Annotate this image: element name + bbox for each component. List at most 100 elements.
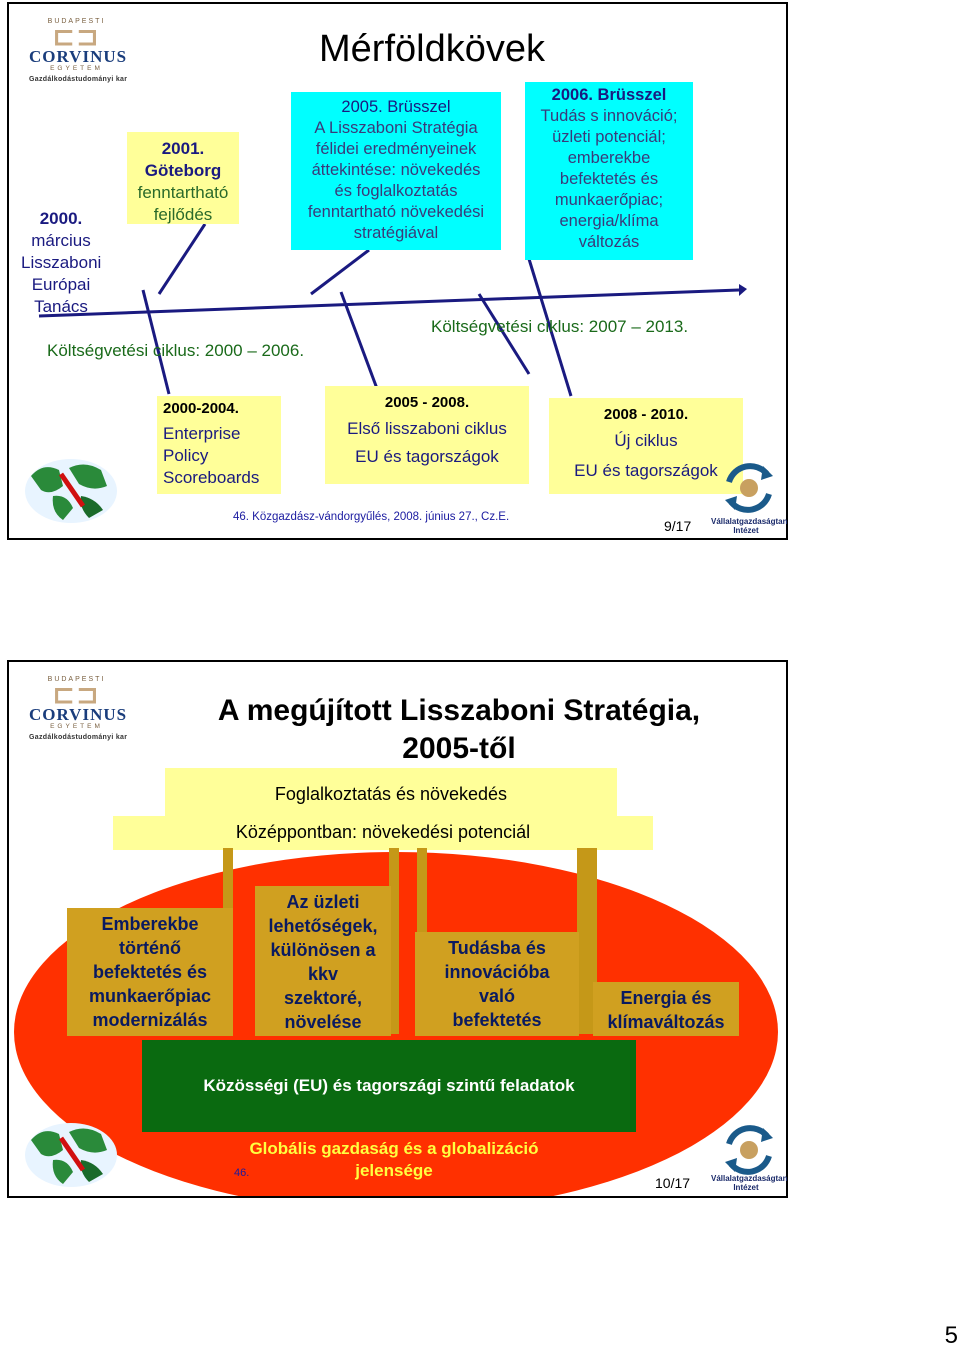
pillar-post-2 <box>389 848 399 1034</box>
pillar1-l0: Emberekbe <box>101 914 199 934</box>
milestone-2005: 2005. Brüsszel A Lisszaboni Stratégia fé… <box>291 92 501 250</box>
p3-l1: Új ciklus <box>614 431 678 450</box>
pillar-energy: Energia és klímaváltozás <box>593 982 739 1036</box>
pillar1-l3: munkaerőpiac <box>88 986 212 1006</box>
m2001-year: 2001. <box>161 139 205 158</box>
base-block: Közösségi (EU) és tagországi szintű fela… <box>142 1040 636 1132</box>
timeline-arrowhead <box>739 284 747 296</box>
connector-p1 <box>141 289 171 395</box>
connector-p3b <box>527 258 573 397</box>
roof-label-2: Középpontban: növekedési potenciál <box>235 822 531 842</box>
p3-l2: EU és tagországok <box>574 461 718 480</box>
pillar4-l0: Energia és <box>620 988 712 1008</box>
pillar4-l1: klímaváltozás <box>607 1012 725 1032</box>
m2000-l1: március <box>31 231 91 250</box>
roof-top: Foglalkoztatás és növekedés <box>165 768 617 816</box>
logo-top-text: BUDAPESTI <box>47 18 106 25</box>
p1-l1: Policy <box>163 446 209 465</box>
timeline-axis <box>38 288 740 318</box>
m2001-city: Göteborg <box>144 161 222 180</box>
roof-label-1: Foglalkoztatás és növekedés <box>274 784 508 804</box>
slide-milestones: BUDAPESTI ⊏⊐ CORVINUS EGYETEM Gazdálkodá… <box>7 2 788 540</box>
m2005-l3: és foglalkoztatás <box>334 182 458 200</box>
roof-bottom: Középpontban: növekedési potenciál <box>113 816 653 850</box>
pillar1-l1: történő <box>119 938 181 958</box>
logo-faculty: Gazdálkodástudományi kar <box>29 76 128 83</box>
slide-footer-partial: 46. <box>234 1167 250 1179</box>
p2-l1: Első lisszaboni ciklus <box>347 419 507 438</box>
sheet-page-number: 5 <box>944 1322 958 1349</box>
pillar-knowledge: Tudásba és innovációba való befektetés <box>415 932 579 1036</box>
pillar2-l1: lehetőségek, <box>268 916 378 936</box>
m2006-l6: változás <box>578 233 640 251</box>
base-label: Közösségi (EU) és tagországi szintű fela… <box>203 1076 575 1095</box>
m2006-l0: Tudás s innováció; <box>540 107 678 125</box>
period-2008-2010: 2008 - 2010. Új ciklus EU és tagországok <box>549 398 743 494</box>
logo-sub: EGYETEM <box>50 65 103 72</box>
budget-cycle-1: Költségvetési ciklus: 2000 – 2006. <box>47 341 305 360</box>
p2-head: 2005 - 2008. <box>384 394 470 411</box>
pillar2-l0: Az üzleti <box>286 892 360 912</box>
m2006-l4: munkaerőpiac; <box>554 191 664 209</box>
cycle-arrows-icon <box>725 1125 773 1175</box>
institute-logo: Vállalatgazdaságtan Intézet <box>711 1174 787 1192</box>
page-number: 10/17 <box>655 1175 691 1191</box>
m2005-l0: A Lisszaboni Stratégia <box>314 119 478 137</box>
pillar1-l4: modernizálás <box>92 1010 208 1030</box>
logo-faculty: Gazdálkodástudományi kar <box>29 734 128 741</box>
m2006-l1: üzleti potenciál; <box>552 128 666 146</box>
m2006-l2: emberekbe <box>567 149 651 167</box>
pillar3-l0: Tudásba és <box>448 938 546 958</box>
pillar1-l2: befektetés és <box>92 962 208 982</box>
corvinus-logo: BUDAPESTI ⊏⊐ CORVINUS EGYETEM Gazdálkodá… <box>29 676 128 746</box>
pillar3-l1: innovációba <box>444 962 550 982</box>
pillar2-l2: különösen a <box>270 940 376 960</box>
pillar3-l2: való <box>478 986 516 1006</box>
milestone-2001: 2001. Göteborg fenntartható fejlődés <box>127 132 239 224</box>
m2006-l3: befektetés és <box>559 170 659 188</box>
pillar2-l5: növelése <box>284 1012 362 1032</box>
period-2000-2004: 2000-2004. Enterprise Policy Scoreboards <box>157 396 281 494</box>
connector-2001 <box>157 223 207 295</box>
corvinus-logo: BUDAPESTI ⊏⊐ CORVINUS EGYETEM Gazdálkodá… <box>29 18 128 88</box>
logo-sub: EGYETEM <box>50 723 103 730</box>
global-label: Globális gazdaság és a globalizáció jele… <box>219 1138 569 1182</box>
p1-l2: Scoreboards <box>163 468 260 487</box>
pillar-business: Az üzleti lehetőségek, különösen a kkv s… <box>255 886 391 1036</box>
pillar3-l3: befektetés <box>452 1010 542 1030</box>
m2001-l1: fejlődés <box>153 205 213 224</box>
milestone-2000: 2000. március Lisszaboni Európai Tanács <box>21 208 101 318</box>
m2006-l5: energia/klíma <box>559 212 659 230</box>
period-2005-2008: 2005 - 2008. Első lisszaboni ciklus EU é… <box>325 386 529 484</box>
m2000-l3: Európai <box>31 275 91 294</box>
world-map-icon <box>25 1123 117 1187</box>
p1-body: Enterprise Policy Scoreboards <box>157 423 281 489</box>
p1-head: 2000-2004. <box>163 400 239 417</box>
m2005-head: 2005. Brüsszel <box>341 98 451 116</box>
title-line1: A megújított Lisszaboni Stratégia, <box>217 694 701 727</box>
corvinus-emblem-icon: ⊏⊐ <box>52 680 101 709</box>
slide-title: Mérföldkövek <box>319 28 545 70</box>
connector-2005 <box>310 248 370 296</box>
m2005-l5: stratégiával <box>353 224 439 242</box>
m2005-l4: fenntartható növekedési <box>307 203 485 221</box>
slide-renewed-strategy: BUDAPESTI ⊏⊐ CORVINUS EGYETEM Gazdálkodá… <box>7 660 788 1198</box>
vg-line2: Intézet <box>733 526 759 535</box>
p2-l2: EU és tagországok <box>355 447 499 466</box>
vg-line1: Vállalatgazdaságtan <box>711 517 788 526</box>
timeline-svg <box>38 223 747 397</box>
connector-p3a <box>477 293 531 375</box>
m2006-head: 2006. Brüsszel <box>551 86 667 104</box>
connector-p2 <box>339 291 381 395</box>
global-l1: jelensége <box>355 1161 433 1180</box>
page-number: 9/17 <box>664 518 692 534</box>
budget-cycle-2: Költségvetési ciklus: 2007 – 2013. <box>431 317 689 336</box>
milestone-2006: 2006. Brüsszel Tudás s innováció; üzleti… <box>525 82 693 260</box>
m2000-l0: 2000. <box>39 209 83 228</box>
logo-top-text: BUDAPESTI <box>47 676 106 683</box>
m2005-l1: félidei eredményeinek <box>315 140 477 158</box>
pillar-post-5 <box>587 848 597 1034</box>
pillar2-l3: kkv <box>307 964 339 984</box>
m2005-l2: áttekintése: növekedés <box>311 161 481 179</box>
slide-title: A megújított Lisszaboni Stratégia, 2005-… <box>159 692 759 768</box>
